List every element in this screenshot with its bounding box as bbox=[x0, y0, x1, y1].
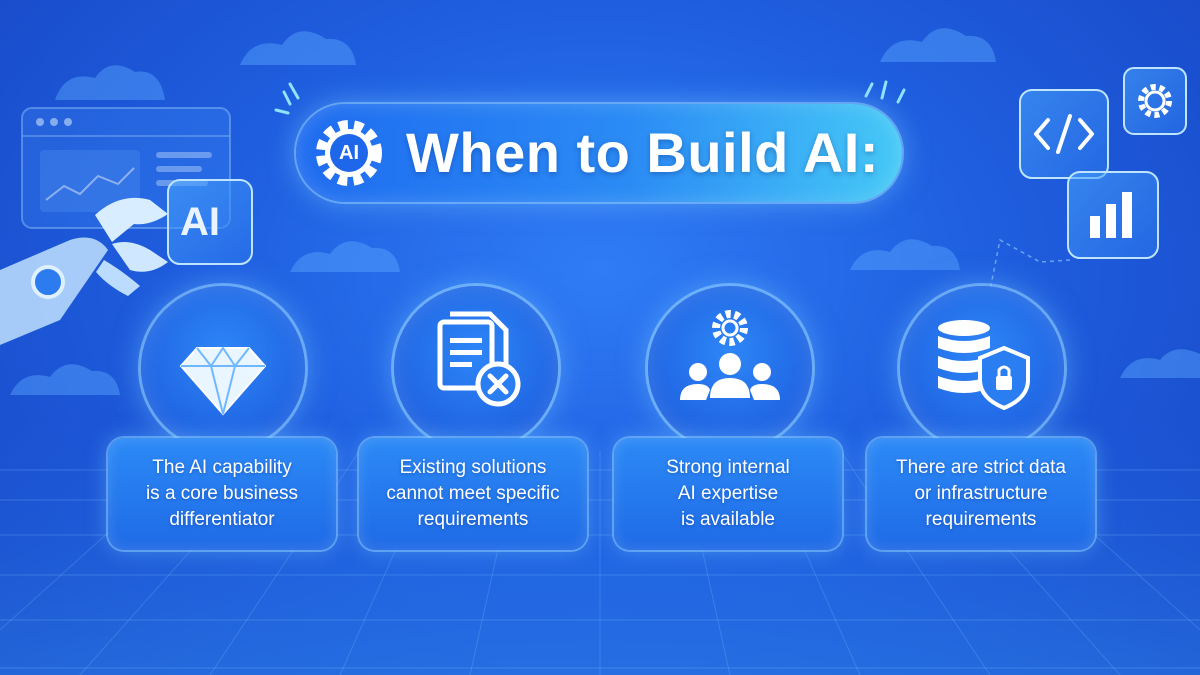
card-text: There are strict data or infrastructure … bbox=[895, 457, 1067, 530]
database-shield-icon bbox=[938, 320, 1030, 411]
card-internal-expertise: Strong internal AI expertise is availabl… bbox=[614, 438, 842, 550]
ai-chip-icon bbox=[167, 179, 253, 265]
team-circle bbox=[648, 286, 812, 450]
ai-gear-icon bbox=[316, 120, 382, 186]
document-x-icon bbox=[437, 311, 521, 407]
diamond-circle bbox=[141, 286, 305, 450]
title-banner: AI When to Build AI: bbox=[296, 104, 902, 202]
page-title: When to Build AI: bbox=[406, 121, 879, 184]
title-icon-label: AI bbox=[339, 142, 359, 164]
bar-chart-icon bbox=[1067, 171, 1159, 259]
card-text: The AI capability is a core business dif… bbox=[145, 457, 299, 530]
diamond-icon bbox=[179, 346, 267, 416]
robot-hand-icon bbox=[0, 197, 168, 345]
card-existing-solutions: Existing solutions cannot meet specific … bbox=[359, 438, 587, 550]
code-icon bbox=[1019, 89, 1109, 179]
settings-icon bbox=[1123, 67, 1187, 135]
cloud-icon bbox=[10, 28, 1200, 395]
card-text: Existing solutions cannot meet specific … bbox=[386, 457, 560, 530]
robot-badge-label: AI bbox=[180, 200, 220, 244]
database-circle bbox=[900, 286, 1064, 450]
card-data-requirements: There are strict data or infrastructure … bbox=[867, 438, 1095, 550]
team-gear-icon bbox=[680, 310, 780, 400]
document-circle bbox=[394, 286, 558, 450]
card-text: Strong internal AI expertise is availabl… bbox=[666, 457, 790, 530]
card-core-differentiator: The AI capability is a core business dif… bbox=[108, 438, 336, 550]
